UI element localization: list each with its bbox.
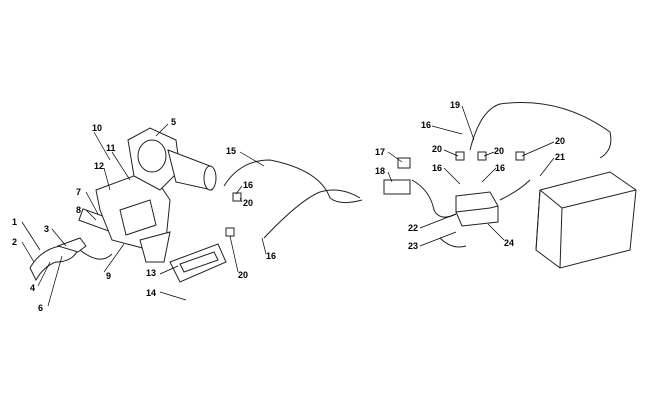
callout-6: 6	[38, 303, 43, 313]
callout-11: 11	[106, 143, 116, 153]
callout-12: 12	[94, 161, 104, 171]
callout-21: 21	[555, 152, 565, 162]
battery	[535, 171, 637, 269]
winch-mount-bracket	[95, 169, 171, 263]
callout-4: 4	[30, 283, 35, 293]
terminal-boot	[455, 151, 465, 161]
callout-20: 20	[238, 270, 248, 280]
contactor	[455, 191, 499, 227]
callout-8: 8	[76, 205, 81, 215]
terminal-boot	[232, 192, 242, 202]
cables	[223, 102, 612, 248]
callout-16: 16	[266, 251, 276, 261]
callout-23: 23	[408, 241, 418, 251]
callout-15: 15	[226, 146, 236, 156]
callout-1: 1	[12, 217, 17, 227]
winch	[127, 127, 217, 191]
handlebar-switch	[29, 208, 114, 282]
callout-13: 13	[146, 268, 156, 278]
callout-16: 16	[421, 120, 431, 130]
terminal-boot	[225, 227, 235, 237]
mounting-plate	[169, 243, 227, 283]
callout-5: 5	[171, 117, 176, 127]
terminal-boot	[515, 151, 525, 161]
callout-20: 20	[432, 144, 442, 154]
callout-7: 7	[76, 187, 81, 197]
callout-9: 9	[106, 271, 111, 281]
callout-24: 24	[504, 238, 514, 248]
callout-10: 10	[92, 123, 102, 133]
callout-20: 20	[494, 146, 504, 156]
callout-20: 20	[243, 198, 253, 208]
callout-19: 19	[450, 100, 460, 110]
callout-14: 14	[146, 288, 156, 298]
connector	[383, 179, 411, 195]
callout-3: 3	[44, 224, 49, 234]
callout-16: 16	[495, 163, 505, 173]
leader-lines	[21, 105, 555, 307]
callout-16: 16	[243, 180, 253, 190]
callout-22: 22	[408, 223, 418, 233]
callout-20: 20	[555, 136, 565, 146]
terminal-boot	[477, 151, 487, 161]
callout-18: 18	[375, 166, 385, 176]
callout-2: 2	[12, 237, 17, 247]
callout-17: 17	[375, 147, 385, 157]
connector-cap	[397, 157, 411, 169]
callout-16: 16	[432, 163, 442, 173]
